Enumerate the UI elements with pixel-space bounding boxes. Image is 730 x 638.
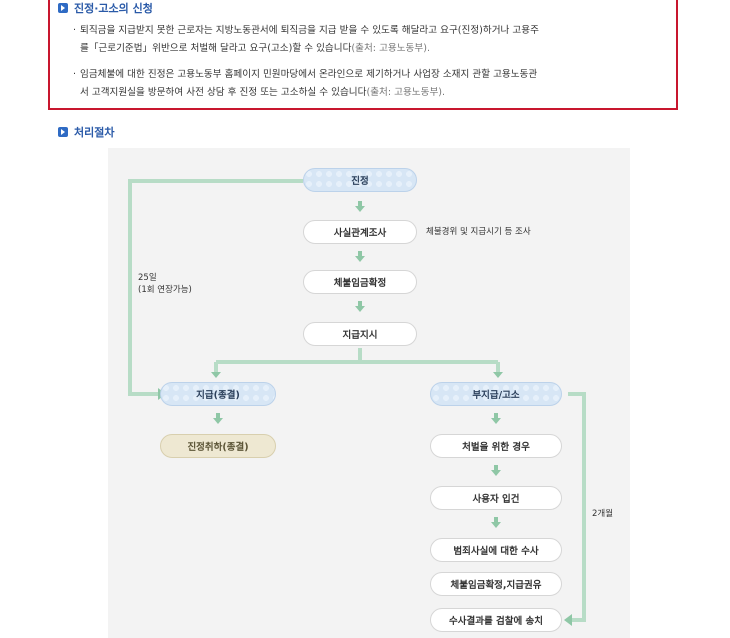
section-bullet-icon	[58, 3, 68, 13]
section-title: 진정·고소의 신청	[74, 2, 153, 15]
left-loop-note: 25일 (1회 연장가능)	[138, 272, 192, 296]
connector-left-loop	[128, 179, 303, 396]
arrow-down-icon	[491, 413, 501, 424]
node-send-to-prosecution: 수사결과를 검찰에 송치	[430, 608, 562, 632]
paragraph-line: 임금체불에 대한 진정은 고용노동부 홈페이지 민원마당에서 온라인으로 제기하…	[80, 69, 538, 80]
node-withdrawn-closed: 진정취하(종결)	[160, 434, 276, 458]
section-heading-application: 진정·고소의 신청	[58, 0, 153, 16]
node-employer-booked: 사용자 입건	[430, 486, 562, 510]
arrow-down-icon	[355, 251, 365, 262]
paragraph-line: 를「근로기준법」위반으로 처벌해 달라고 요구(고소)할 수 있습니다	[80, 43, 352, 54]
arrowhead-branch-right	[493, 372, 503, 378]
section-bullet-icon	[58, 127, 68, 137]
node-paid-closed: 지급(종결)	[160, 382, 276, 406]
paragraph-line: 서 고객지원실을 방문하여 사전 상담 후 진정 또는 고소하실 수 있습니다	[80, 87, 367, 98]
note-line: 25일	[138, 273, 157, 283]
arrowhead-right-loop	[564, 614, 572, 626]
arrow-down-icon	[355, 301, 365, 312]
connector-right-loop	[568, 392, 586, 622]
node-unpaid-complaint: 부지급/고소	[430, 382, 562, 406]
section-heading-procedure: 처리절차	[58, 124, 114, 140]
paragraph-wage-arrears: · 임금체불에 대한 진정은 고용노동부 홈페이지 민원마당에서 온라인으로 제…	[73, 66, 670, 102]
arrow-down-icon	[491, 465, 501, 476]
source-note: (출처: 고용노동부).	[351, 43, 431, 54]
node-crime-investigation: 범죄사실에 대한 수사	[430, 538, 562, 562]
application-info-box: 진정·고소의 신청	[48, 0, 678, 110]
paragraph-retirement-pay: · 퇴직금을 지급받지 못한 근로자는 지방노동관서에 퇴직금을 지급 받을 수…	[73, 22, 670, 58]
node-payment-recommendation: 체불임금확정,지급권유	[430, 572, 562, 596]
arrow-down-icon	[355, 201, 365, 212]
arrow-down-icon	[213, 413, 223, 424]
node-payment-order: 지급지시	[303, 322, 417, 346]
node-fact-investigation: 사실관계조사	[303, 220, 417, 244]
arrow-down-icon	[491, 517, 501, 528]
procedure-flowchart: 진정 사실관계조사 체불경위 및 지급시기 등 조사 체불임금확정 지급지시 2…	[108, 148, 630, 638]
section-title: 처리절차	[74, 126, 115, 139]
node-petition: 진정	[303, 168, 417, 192]
paragraph-line: 퇴직금을 지급받지 못한 근로자는 지방노동관서에 퇴직금을 지급 받을 수 있…	[80, 25, 539, 36]
source-note: (출처: 고용노동부).	[366, 87, 446, 98]
node-confirm-unpaid-wages: 체불임금확정	[303, 270, 417, 294]
right-loop-note: 2개월	[592, 509, 614, 519]
bullet-dot: ·	[73, 25, 77, 36]
arrowhead-branch-left	[211, 372, 221, 378]
bullet-dot: ·	[73, 69, 77, 80]
note-line: (1회 연장가능)	[138, 285, 192, 295]
node-for-punishment: 처벌을 위한 경우	[430, 434, 562, 458]
fact-investigation-note: 체불경위 및 지급시기 등 조사	[426, 227, 531, 237]
